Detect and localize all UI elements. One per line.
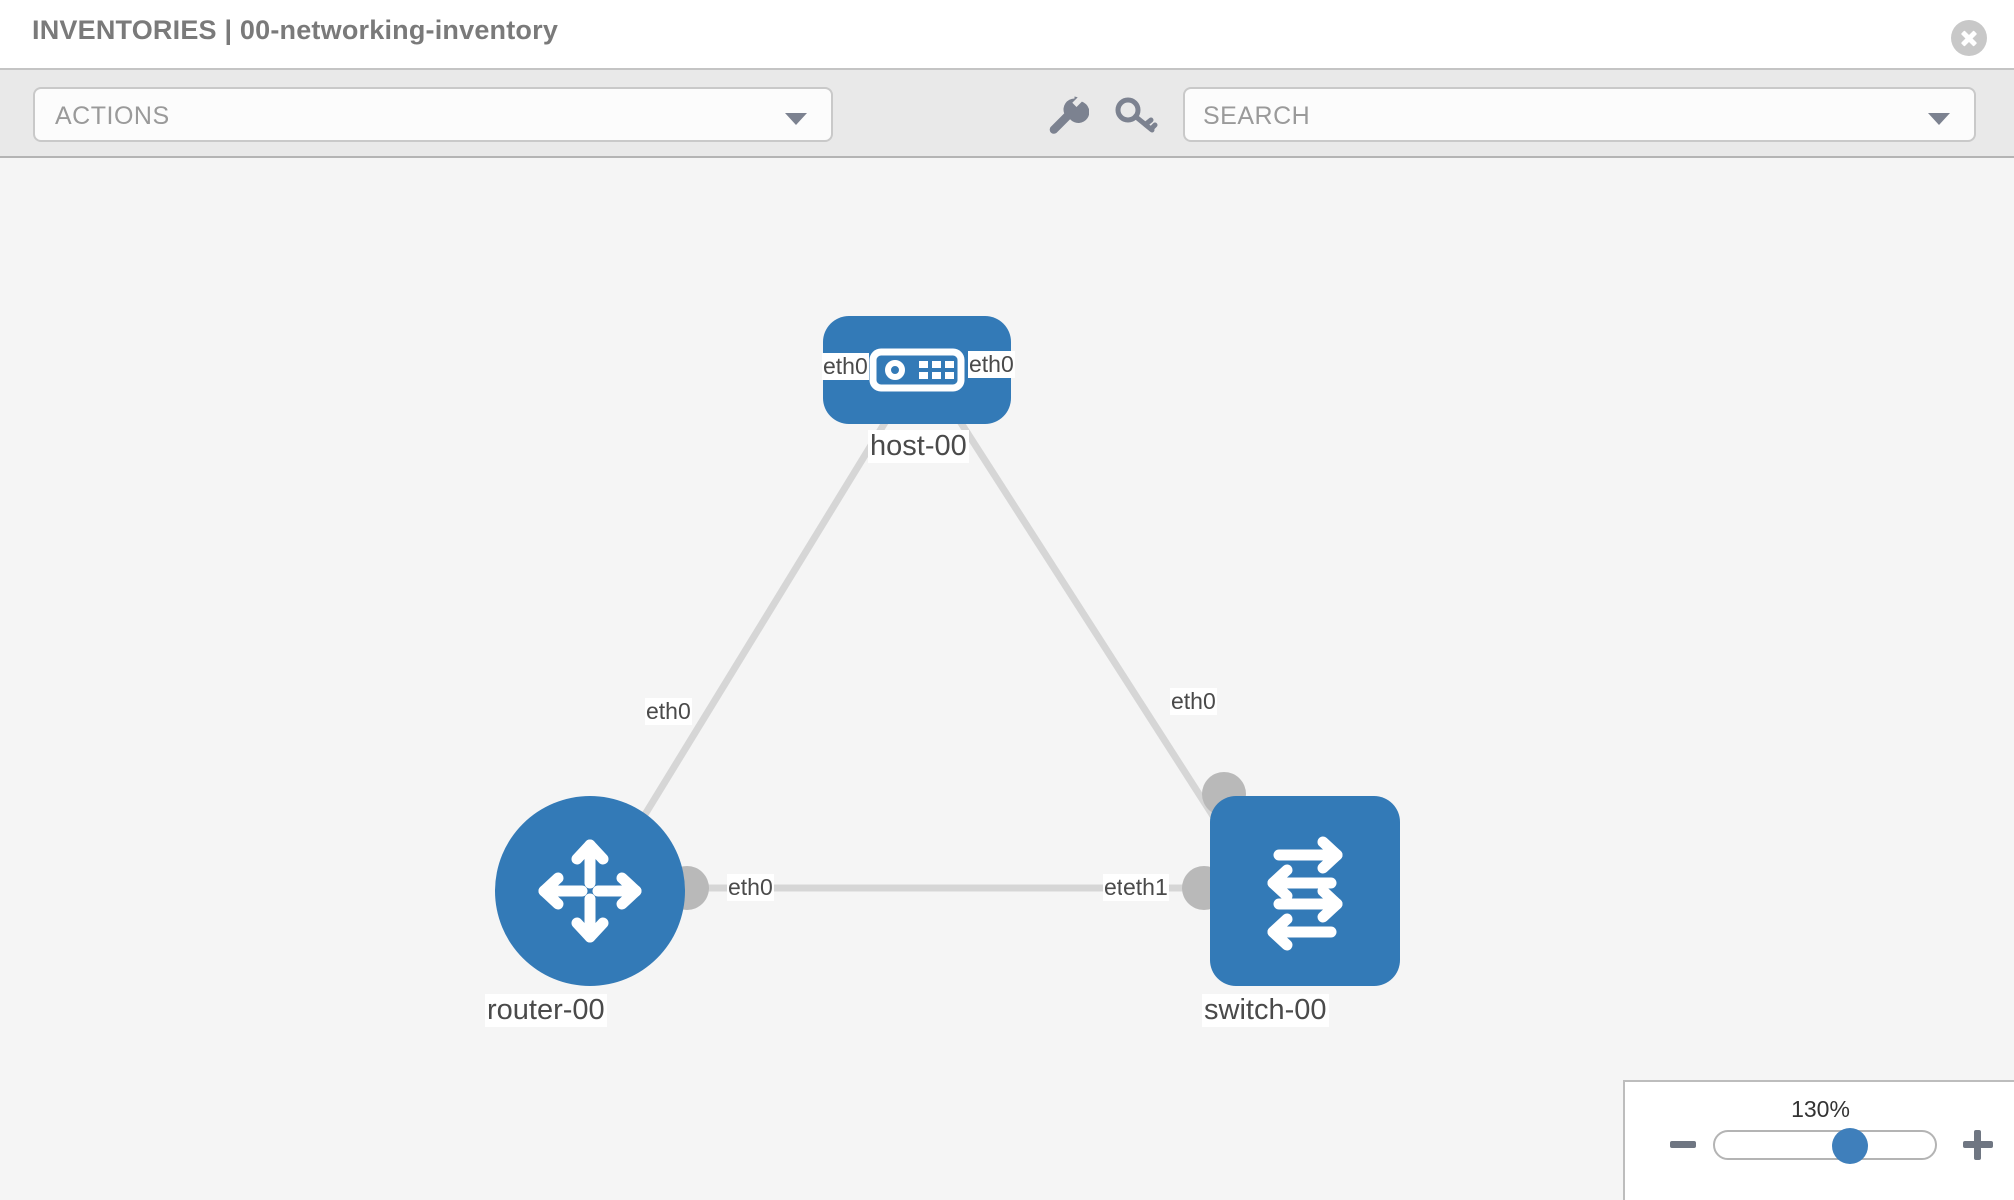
topology-canvas[interactable]: host-00 router-00 xyxy=(0,158,2014,1200)
node-router-00[interactable]: router-00 xyxy=(485,796,685,1027)
search-input[interactable]: SEARCH xyxy=(1183,87,1976,142)
edge-label-host-left: eth0 xyxy=(822,353,869,380)
edge-host-switch xyxy=(942,396,1243,860)
topology-edges xyxy=(597,396,1243,892)
router-icon xyxy=(538,839,642,943)
zoom-level-value: 130% xyxy=(1791,1096,1850,1122)
key-icon[interactable] xyxy=(1112,92,1158,138)
node-switch-00-shape[interactable] xyxy=(1210,796,1400,986)
zoom-slider[interactable] xyxy=(1713,1128,1937,1164)
edge-label-router-upper: eth0 xyxy=(645,698,692,725)
node-router-00-label: router-00 xyxy=(485,994,607,1027)
chevron-down-icon xyxy=(785,113,807,125)
zoom-out-button[interactable] xyxy=(1670,1141,1696,1148)
edge-host-router xyxy=(597,396,903,890)
node-host-00[interactable]: host-00 xyxy=(823,316,1011,463)
close-icon[interactable] xyxy=(1951,20,1987,56)
edge-label-switch-left: eth1 xyxy=(1122,874,1169,901)
zoom-panel: 130% xyxy=(1623,1080,2014,1200)
search-chevron-down-icon[interactable] xyxy=(1928,113,1950,125)
wrench-icon[interactable] xyxy=(1043,92,1090,138)
zoom-slider-thumb[interactable] xyxy=(1831,1128,1868,1164)
node-router-00-shape[interactable] xyxy=(495,796,685,986)
edge-label-host-right: eth0 xyxy=(968,351,1015,378)
header: INVENTORIES | 00-networking-inventory xyxy=(0,0,2014,68)
zoom-in-icon-v xyxy=(1974,1130,1981,1160)
edge-label-switch-upper: eth0 xyxy=(1170,688,1217,715)
server-icon xyxy=(869,348,965,392)
node-switch-00[interactable]: switch-00 xyxy=(1202,796,1400,1027)
zoom-in-button[interactable] xyxy=(1963,1130,1993,1160)
node-switch-00-label: switch-00 xyxy=(1202,994,1329,1027)
node-host-00-label: host-00 xyxy=(868,430,969,463)
page-title: INVENTORIES | 00-networking-inventory xyxy=(32,15,559,45)
search-input-placeholder: SEARCH xyxy=(1203,102,1311,130)
actions-dropdown[interactable]: ACTIONS xyxy=(33,87,833,142)
toolbar: ACTIONS SEARCH xyxy=(0,68,2014,158)
actions-dropdown-label: ACTIONS xyxy=(55,102,170,130)
edge-label-router-right: eth0 xyxy=(727,874,774,901)
switch-icon xyxy=(1267,836,1343,951)
